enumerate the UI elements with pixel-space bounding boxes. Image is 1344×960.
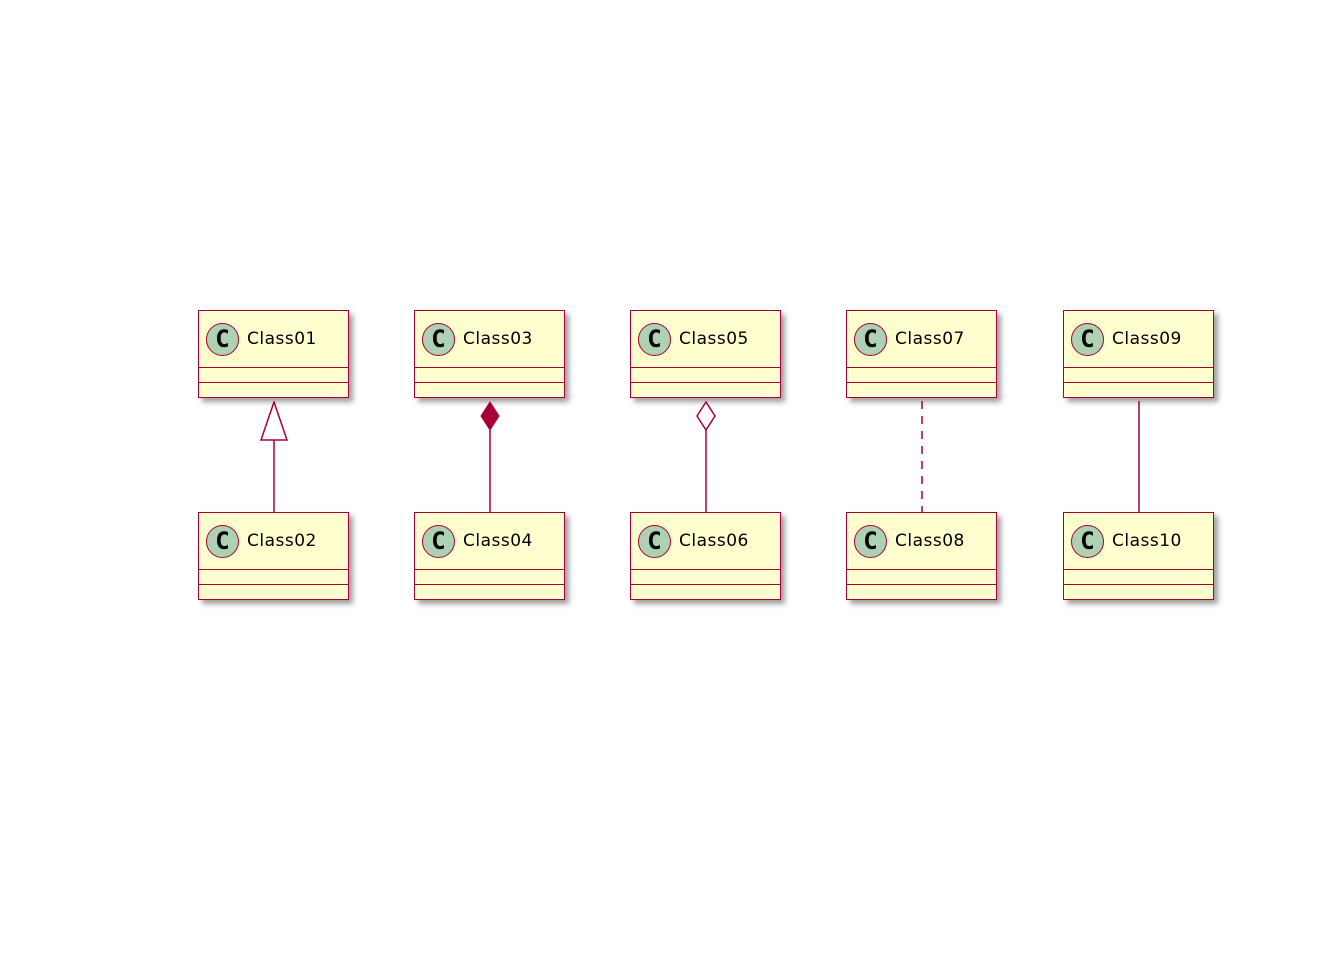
- methods-compartment: [415, 382, 564, 397]
- filled-diamond-icon: [480, 401, 500, 512]
- class-title-row: C Class01: [199, 311, 348, 367]
- hollow-diamond-icon: [696, 401, 716, 512]
- composition-connector: [472, 401, 508, 512]
- methods-compartment: [847, 382, 996, 397]
- methods-compartment: [199, 584, 348, 599]
- class-name: Class02: [247, 531, 317, 551]
- class-box-class02: C Class02: [198, 512, 349, 600]
- fields-compartment: [631, 569, 780, 584]
- class-name: Class04: [463, 531, 533, 551]
- methods-compartment: [199, 382, 348, 397]
- class-title-row: C Class03: [415, 311, 564, 367]
- methods-compartment: [631, 584, 780, 599]
- class-name: Class05: [679, 329, 749, 349]
- fields-compartment: [199, 367, 348, 382]
- class-title-row: C Class09: [1064, 311, 1213, 367]
- pair-extension: C Class01 C Class02: [198, 310, 350, 603]
- fields-compartment: [199, 569, 348, 584]
- fields-compartment: [847, 367, 996, 382]
- pair-composition: C Class03 C Class04: [414, 310, 566, 603]
- class-box-class07: C Class07: [846, 310, 997, 398]
- extension-connector: [256, 401, 292, 512]
- class-box-class08: C Class08: [846, 512, 997, 600]
- pair-aggregation: C Class05 C Class06: [630, 310, 782, 603]
- fields-compartment: [1064, 367, 1213, 382]
- class-box-class03: C Class03: [414, 310, 565, 398]
- class-title-row: C Class07: [847, 311, 996, 367]
- methods-compartment: [631, 382, 780, 397]
- class-box-class10: C Class10: [1063, 512, 1214, 600]
- class-title-row: C Class05: [631, 311, 780, 367]
- methods-compartment: [415, 584, 564, 599]
- class-name: Class01: [247, 329, 317, 349]
- class-title-row: C Class04: [415, 513, 564, 569]
- class-stereotype-icon: C: [206, 322, 239, 356]
- class-box-class09: C Class09: [1063, 310, 1214, 398]
- aggregation-connector: [688, 401, 724, 512]
- class-title-row: C Class06: [631, 513, 780, 569]
- methods-compartment: [1064, 382, 1213, 397]
- fields-compartment: [415, 367, 564, 382]
- fields-compartment: [1064, 569, 1213, 584]
- methods-compartment: [847, 584, 996, 599]
- methods-compartment: [1064, 584, 1213, 599]
- class-stereotype-icon: C: [638, 524, 671, 558]
- class-stereotype-icon: C: [422, 524, 455, 558]
- class-stereotype-icon: C: [206, 524, 239, 558]
- class-stereotype-icon: C: [422, 322, 455, 356]
- hollow-triangle-arrow-icon: [259, 401, 289, 512]
- class-name: Class09: [1112, 329, 1182, 349]
- fields-compartment: [847, 569, 996, 584]
- class-title-row: C Class08: [847, 513, 996, 569]
- pair-association: C Class09 C Class10: [1063, 310, 1215, 603]
- class-box-class06: C Class06: [630, 512, 781, 600]
- class-name: Class06: [679, 531, 749, 551]
- class-stereotype-icon: C: [1071, 322, 1104, 356]
- class-stereotype-icon: C: [854, 524, 887, 558]
- fields-compartment: [415, 569, 564, 584]
- solid-line-icon: [1138, 401, 1140, 512]
- class-box-class05: C Class05: [630, 310, 781, 398]
- association-connector: [1121, 401, 1157, 512]
- class-box-class04: C Class04: [414, 512, 565, 600]
- pair-dashed-dependency: C Class07 C Class08: [846, 310, 998, 603]
- class-name: Class10: [1112, 531, 1182, 551]
- class-stereotype-icon: C: [854, 322, 887, 356]
- dashed-line-icon: [921, 401, 923, 512]
- class-title-row: C Class02: [199, 513, 348, 569]
- class-stereotype-icon: C: [1071, 524, 1104, 558]
- class-stereotype-icon: C: [638, 322, 671, 356]
- class-title-row: C Class10: [1064, 513, 1213, 569]
- class-name: Class07: [895, 329, 965, 349]
- class-name: Class03: [463, 329, 533, 349]
- dashed-dependency-connector: [904, 401, 940, 512]
- class-box-class01: C Class01: [198, 310, 349, 398]
- fields-compartment: [631, 367, 780, 382]
- class-name: Class08: [895, 531, 965, 551]
